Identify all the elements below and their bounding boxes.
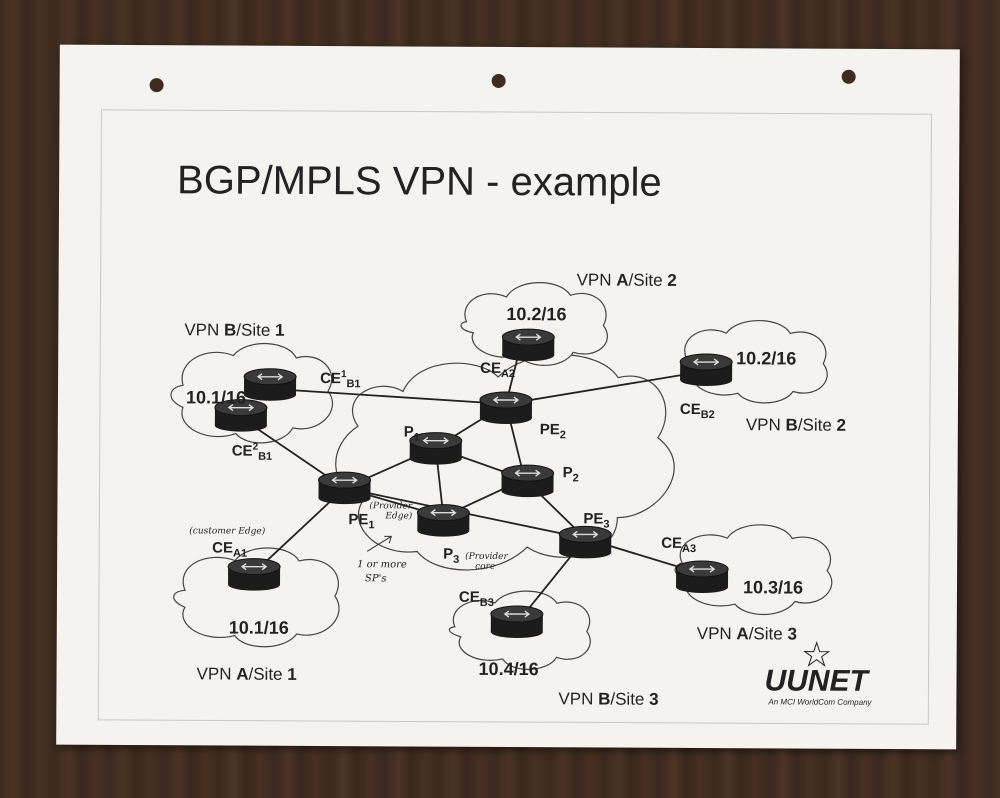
- label-pe1: PE1: [348, 511, 374, 531]
- label-pe3: PE3: [583, 510, 609, 530]
- label-ce-b1-1: CE1B1: [320, 369, 361, 390]
- site-label-vpn-b-site2: VPN B/Site 2: [746, 415, 846, 435]
- label-ce-a2: CEA2: [480, 360, 515, 380]
- note-provider-edge-line1: (Provider: [369, 500, 412, 511]
- network-diagram: BGP/MPLS VPN - example: [97, 109, 932, 725]
- site-label-vpn-a-site3: VPN A/Site 3: [697, 624, 797, 644]
- site-label-vpn-b-site1: VPN B/Site 1: [184, 320, 284, 340]
- logo-tagline: An MCI WorldCom Company: [767, 697, 872, 707]
- router-pe1-icon: [317, 471, 372, 505]
- router-ce-b1-1-icon: [243, 367, 297, 402]
- router-ce-b2-icon: [679, 353, 733, 387]
- subnet-b-site1: 10.1/16: [186, 387, 246, 407]
- note-provider-edge-line2: Edge): [384, 510, 412, 521]
- subnet-b-site2: 10.2/16: [736, 348, 796, 368]
- router-ce-b3-icon: [490, 605, 544, 639]
- router-ce-a2-icon: [501, 328, 556, 362]
- site-label-vpn-a-site2: VPN A/Site 2: [577, 270, 677, 290]
- note-provider-core-line2: core: [475, 562, 495, 572]
- label-ce-a3: CEA3: [661, 535, 696, 555]
- router-pe3-icon: [558, 525, 613, 560]
- router-ce-a3-icon: [675, 560, 729, 594]
- cloud-provider-core: [335, 354, 675, 571]
- site-label-vpn-a-site1: VPN A/Site 1: [196, 664, 296, 684]
- router-ce-a1-icon: [227, 557, 281, 592]
- label-p2: P2: [563, 464, 579, 484]
- note-more-sps-line1: 1 or more: [357, 559, 407, 570]
- label-ce-b1-2: CE2B1: [232, 442, 273, 463]
- logo-wordmark: UUNET: [764, 664, 870, 698]
- note-arrow: [366, 535, 392, 552]
- subnet-b-site3: 10.4/16: [479, 659, 539, 679]
- router-p2-icon: [500, 464, 555, 498]
- router-pe2-icon: [479, 391, 533, 425]
- star-icon: [803, 641, 831, 668]
- label-ce-b2: CEB2: [680, 401, 715, 421]
- uunet-logo: UUNET An MCI WorldCom Company: [764, 641, 873, 707]
- subnet-a-site2: 10.2/16: [506, 304, 566, 324]
- note-more-sps-line2: SP's: [365, 573, 387, 584]
- router-p3-icon: [416, 503, 471, 538]
- subnet-a-site1: 10.1/16: [229, 618, 289, 638]
- label-ce-b3: CEB3: [459, 589, 494, 609]
- label-ce-a1: CEA1: [212, 539, 247, 559]
- note-customer-edge: (customer Edge): [189, 525, 266, 536]
- cloud-vpn-a-site2: [460, 282, 609, 366]
- slide-title: BGP/MPLS VPN - example: [177, 158, 662, 205]
- label-p1: P1: [404, 423, 420, 443]
- site-label-vpn-b-site3: VPN B/Site 3: [558, 689, 658, 709]
- cloud-vpn-a-site1: [173, 547, 340, 648]
- slide-frame: [97, 109, 932, 725]
- label-p3: P3: [443, 546, 459, 566]
- paper-sheet: BGP/MPLS VPN - example: [56, 44, 960, 750]
- note-provider-core-line1: (Provider: [465, 551, 508, 562]
- subnet-a-site3: 10.3/16: [743, 577, 803, 597]
- label-pe2: PE2: [540, 421, 566, 441]
